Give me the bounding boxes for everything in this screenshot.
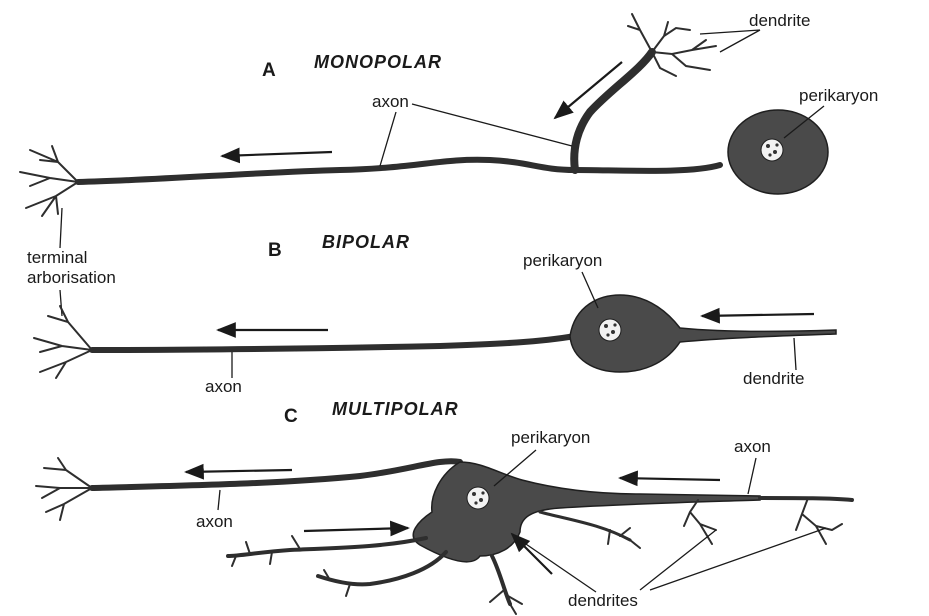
terminal-arborisation-a (20, 146, 78, 216)
panel-c-multipolar: C MULTIPOLAR (36, 399, 852, 614)
panel-a-title: MONOPOLAR (314, 52, 442, 72)
label-axon-b: axon (205, 377, 242, 396)
label-terminal: terminal (27, 248, 87, 267)
impulse-arrow-c-axon-right (620, 478, 720, 480)
impulse-arrow-c-axon-left (186, 470, 292, 472)
panel-c-title: MULTIPOLAR (332, 399, 459, 419)
label-perikaryon-b: perikaryon (523, 251, 602, 270)
label-dendrite-b: dendrite (743, 369, 804, 388)
panel-b-title: BIPOLAR (322, 232, 410, 252)
terminal-arborisation-b (34, 306, 92, 378)
label-dendrite-a: dendrite (749, 11, 810, 30)
leader-dendrite-a (700, 30, 760, 52)
nucleus-a (761, 139, 783, 161)
leader-dendrites-c (520, 528, 826, 592)
axon-b (92, 336, 575, 350)
panel-a-monopolar: A MONOPOLAR dendrite axon (20, 11, 878, 216)
label-perikaryon-c: perikaryon (511, 428, 590, 447)
nucleus-b (599, 319, 621, 341)
axon-c-right (760, 498, 852, 500)
impulse-arrow-b-dendrite (702, 314, 814, 316)
leader-axon-c-left (218, 490, 220, 510)
panel-a-letter: A (262, 60, 276, 81)
nucleus-c (467, 487, 489, 509)
leader-dendrite-b (794, 338, 796, 370)
leader-axon-a (380, 104, 572, 166)
impulse-arrow-c-dendrite-left (304, 528, 408, 531)
label-perikaryon-a: perikaryon (799, 86, 878, 105)
panel-c-letter: C (284, 406, 298, 427)
panel-b-letter: B (268, 240, 282, 261)
impulse-arrow-c-dendrite-bottom (512, 534, 552, 574)
label-axon-a: axon (372, 92, 409, 111)
impulse-arrow-a-axon (222, 152, 332, 156)
label-axon-c-left: axon (196, 512, 233, 531)
axon-c-left (92, 461, 460, 488)
panel-b-bipolar: B BIPOLAR terminal arborisation perikary… (27, 208, 836, 396)
label-dendrites-c: dendrites (568, 591, 638, 610)
leader-axon-c-right (748, 458, 756, 494)
label-axon-c-right: axon (734, 437, 771, 456)
terminal-arborisation-c (36, 458, 92, 520)
label-arborisation: arborisation (27, 268, 116, 287)
perikaryon-c (413, 462, 760, 562)
axon-a (78, 160, 720, 182)
